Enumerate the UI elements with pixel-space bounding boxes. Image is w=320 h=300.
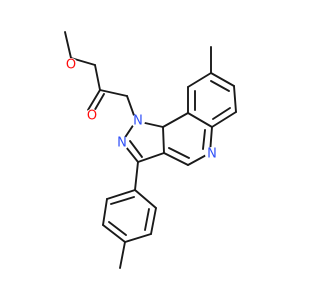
bond-c3a-c4-b — [168, 147, 190, 159]
bond-tolyl-5 — [150, 207, 157, 235]
bond-c3-c3a — [137, 152, 165, 163]
bond-c8-c7-b — [210, 80, 230, 92]
ester-oxygen-atom: O — [64, 58, 78, 73]
pyrazole-n1-atom: N — [131, 114, 145, 129]
pyrazole-n2-atom: N — [115, 136, 129, 151]
atom-label-layer: O O N N N — [64, 58, 219, 162]
bond-c3a-c9b — [162, 126, 165, 154]
bond-ethyl-ch3 — [64, 31, 72, 59]
bond-layer — [64, 31, 237, 269]
bond-tolyl-3b — [108, 221, 127, 236]
bond-c6-c5a-a — [211, 111, 237, 128]
bond-tolyl-1 — [106, 189, 136, 200]
bond-carbonyl-1 — [87, 89, 101, 111]
bond-c3-tolyl — [134, 161, 139, 191]
bond-tolyl-5b — [144, 208, 150, 231]
quinoline-nitrogen-label: N — [207, 147, 217, 162]
carbonyl-oxygen-atom: O — [85, 109, 99, 124]
bond-c-ch2 — [99, 89, 128, 97]
bond-tolyl-methyl — [119, 241, 126, 269]
bond-c3a-c4-a — [163, 152, 189, 166]
ester-oxygen-label: O — [66, 58, 76, 73]
bond-ethyl-ch2 — [70, 57, 96, 66]
bond-tolyl-4 — [124, 233, 152, 243]
bond-tolyl-6 — [134, 189, 157, 209]
bond-c7-c6 — [233, 85, 237, 113]
bond-n2-c3-b — [129, 140, 143, 158]
bond-c6-c5a-b — [212, 107, 231, 120]
bond-c9-c8 — [187, 72, 212, 88]
bond-c8-c7-a — [210, 72, 235, 87]
bond-tolyl-3 — [102, 224, 126, 243]
quinoline-nitrogen-atom: N — [205, 147, 219, 162]
bond-c5a-c9a — [187, 112, 213, 128]
bond-tolyl-2 — [102, 198, 108, 226]
carbonyl-oxygen-label: O — [87, 109, 97, 124]
bond-tolyl-1b — [110, 196, 135, 205]
bond-c9a-c9b — [162, 112, 189, 128]
pyrazole-n1-label: N — [133, 114, 143, 129]
bond-n5-c5a-b — [202, 129, 206, 150]
molecule-diagram: O O N N N — [64, 31, 237, 269]
pyrazole-n2-label: N — [117, 136, 127, 151]
bond-ester-o-c — [94, 64, 101, 91]
